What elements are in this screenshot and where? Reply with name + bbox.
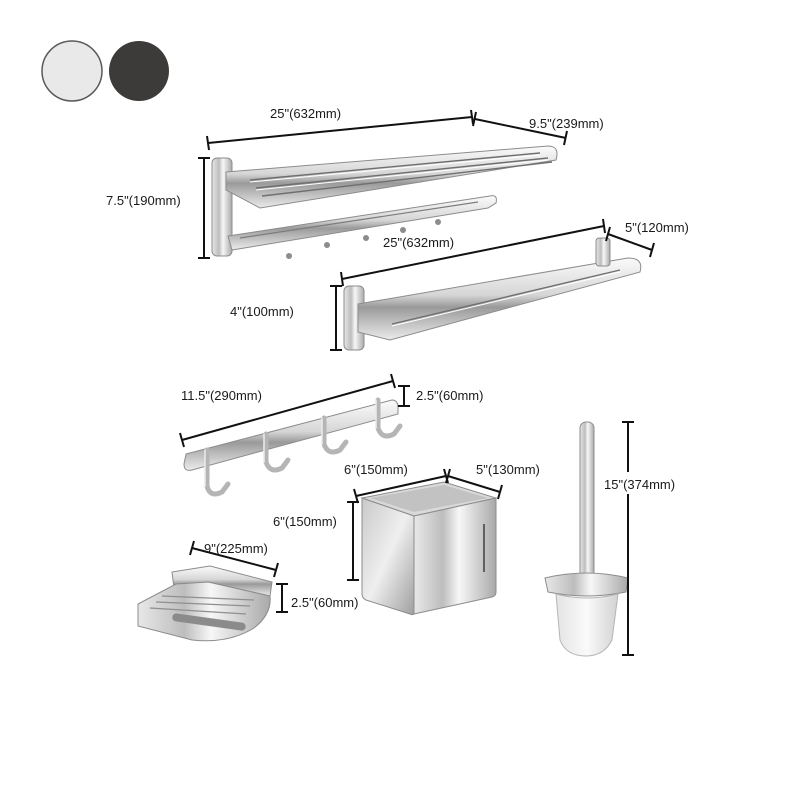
label-paper-holder-depth: 5"(130mm)	[476, 462, 540, 477]
corner-shelf	[137, 565, 273, 642]
color-swatch-chrome[interactable]	[41, 40, 103, 102]
towel-rack-lower-bar-inner	[239, 201, 479, 239]
paper-holder-side	[413, 497, 497, 615]
dimension-towel-bar-depth: 5"(120mm)	[605, 220, 689, 258]
dimension-paper-holder-depth: 5"(130mm)	[445, 462, 540, 500]
hook-rail	[183, 397, 403, 497]
dimension-towel-bar-height: 4"(100mm)	[230, 285, 342, 351]
label-towel-rack-width: 25"(632mm)	[270, 106, 341, 121]
towel-rack-shelf	[211, 145, 558, 259]
label-towel-bar-width: 25"(632mm)	[383, 235, 454, 250]
dimension-towel-rack-height: 7.5"(190mm)	[106, 157, 210, 259]
hook-rail-hooks	[204, 397, 403, 497]
dimension-corner-shelf-width: 9"(225mm)	[189, 540, 279, 578]
dimension-hook-rail-width: 11.5"(290mm)	[179, 373, 396, 448]
dimension-towel-bar-width: 25"(632mm)	[340, 218, 606, 287]
label-towel-bar-depth: 5"(120mm)	[625, 220, 689, 235]
label-corner-shelf-height: 2.5"(60mm)	[291, 595, 358, 610]
dimension-hook-rail-height: 2.5"(60mm)	[398, 385, 483, 407]
toilet-brush-cup	[555, 593, 619, 657]
paper-holder	[360, 481, 498, 616]
towel-bar	[343, 237, 642, 351]
dimension-towel-rack-depth: 9.5"(239mm)	[472, 111, 604, 146]
towel-bar-rail-inner	[391, 269, 621, 325]
label-hook-rail-width: 11.5"(290mm)	[181, 388, 262, 403]
hook-rail-plate	[183, 399, 399, 471]
dimension-paper-holder-height: 6"(150mm)	[273, 501, 359, 581]
toilet-brush-handle	[579, 421, 595, 591]
toilet-brush	[544, 421, 629, 657]
dimension-paper-holder-width: 6"(150mm)	[344, 462, 449, 504]
towel-rack-rails	[249, 152, 553, 197]
label-paper-holder-width: 6"(150mm)	[344, 462, 408, 477]
toilet-brush-holder-ring	[544, 572, 629, 597]
towel-rack-hooks	[286, 219, 441, 259]
color-swatch-gunmetal[interactable]	[109, 41, 169, 101]
label-corner-shelf-width: 9"(225mm)	[204, 541, 268, 556]
label-paper-holder-height: 6"(150mm)	[273, 514, 337, 529]
dimension-corner-shelf-height: 2.5"(60mm)	[276, 583, 358, 613]
label-towel-rack-depth: 9.5"(239mm)	[529, 116, 604, 131]
paper-holder-front	[361, 497, 415, 616]
label-towel-rack-height: 7.5"(190mm)	[106, 193, 181, 208]
dimension-toilet-brush-height: 15"(374mm)	[604, 421, 693, 656]
dimension-towel-rack-width: 25"(632mm)	[206, 106, 474, 151]
label-hook-rail-height: 2.5"(60mm)	[416, 388, 483, 403]
corner-shelf-slot	[172, 613, 246, 631]
label-towel-bar-height: 4"(100mm)	[230, 304, 294, 319]
label-toilet-brush-height: 15"(374mm)	[604, 477, 675, 492]
